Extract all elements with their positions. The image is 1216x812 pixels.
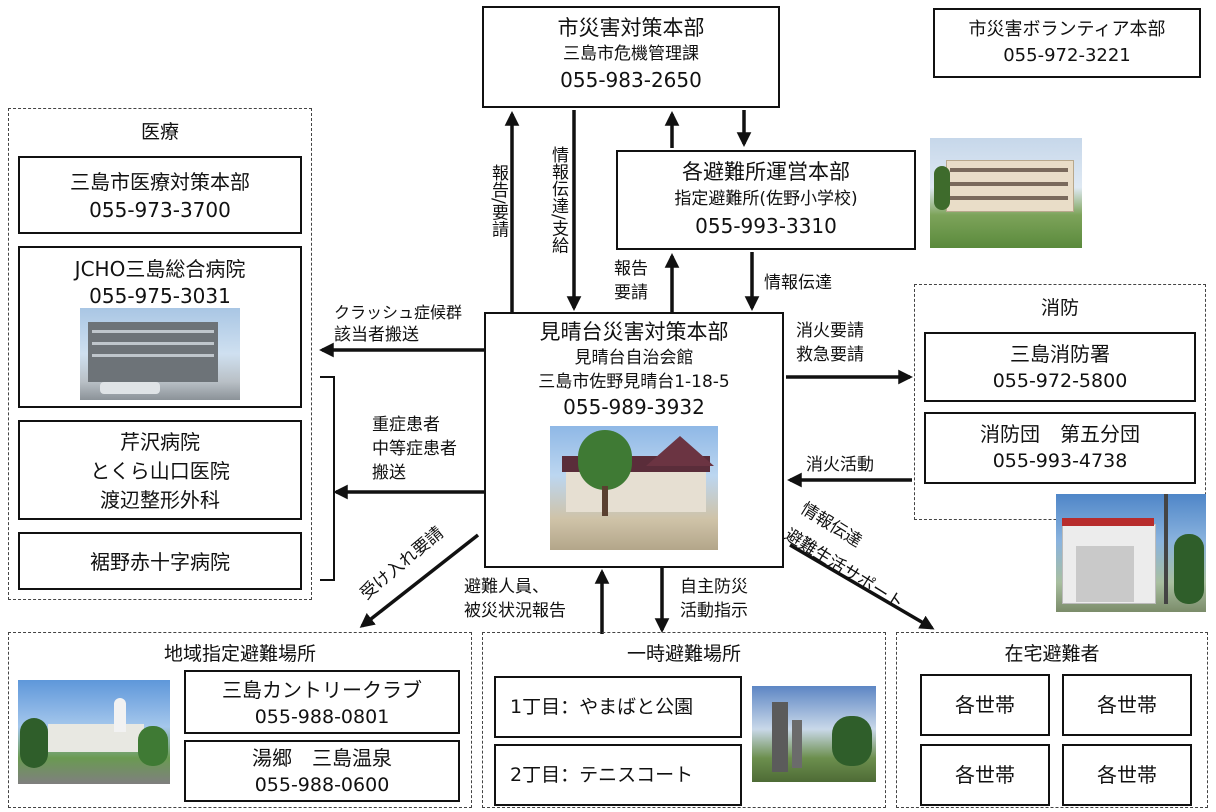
clinic-3: 渡辺整形外科 [100,488,220,512]
household-1-label: 各世帯 [955,693,1015,717]
label-request: 要請 [614,283,648,303]
country-club-photo [18,680,170,784]
label-info-transmit: 情報伝達 [764,273,832,293]
hot-spring-name: 湯郷 三島温泉 [252,746,392,770]
household-4: 各世帯 [1062,744,1192,806]
main-hq-place: 見晴台自治会館 [574,348,694,368]
country-club-name: 三島カントリークラブ [222,678,422,702]
fire-station-phone: 055-972-5800 [992,370,1128,392]
hospital-photo [80,308,240,400]
fire-station-name: 三島消防署 [1010,342,1110,366]
label-self-2: 活動指示 [680,601,748,621]
household-3: 各世帯 [920,744,1050,806]
clinics-box: 芹沢病院 とくら山口医院 渡辺整形外科 [18,420,302,520]
household-1: 各世帯 [920,674,1050,736]
city-hq-title: 市災害対策本部 [557,16,705,40]
medical-hq-phone: 055-973-3700 [89,198,231,222]
shelter-hq-phone: 055-993-3310 [695,214,837,238]
volunteer-hq-phone: 055-972-3221 [1003,45,1131,66]
temp-shelter-item-2-label: 2丁目：テニスコート [510,764,694,786]
label-severe-1: 重症患者 [372,415,440,435]
household-2-label: 各世帯 [1097,693,1157,717]
temp-shelter-item-1-label: 1丁目：やまばと公園 [510,696,694,718]
fire-station-photo [1056,494,1206,612]
school-photo [930,138,1082,248]
medical-hq-box: 三島市医療対策本部 055-973-3700 [18,156,302,234]
red-cross-box: 裾野赤十字病院 [18,532,302,590]
country-club-phone: 055-988-0801 [254,706,390,728]
arrow-accept [359,533,480,628]
label-report-request: 報告/要請 [488,164,508,238]
main-hq-title: 見晴台災害対策本部 [539,320,729,344]
label-firefight: 消火活動 [806,455,874,475]
jcho-name: JCHO三島総合病院 [74,257,246,281]
medical-hq-name: 三島市医療対策本部 [70,170,250,194]
shelter-hq-box: 各避難所運営本部 指定避難所(佐野小学校) 055-993-3310 [616,150,916,250]
fire-station-box: 三島消防署 055-972-5800 [924,332,1196,402]
label-self-1: 自主防災 [680,577,748,597]
label-crush-1: クラッシュ症候群 [334,303,463,322]
label-severe-3: 搬送 [372,463,406,483]
community-hall-photo [550,426,718,550]
clinic-bracket [320,376,340,581]
main-hq-address: 三島市佐野見晴台1-18-5 [538,372,730,392]
shelter-hq-title: 各避難所運営本部 [682,160,850,184]
label-evac-2: 被災状況報告 [464,601,566,621]
city-hq-dept: 三島市危機管理課 [563,44,699,64]
label-evac-1: 避難人員、 [464,577,549,597]
label-severe-2: 中等症患者 [372,439,457,459]
clinic-2: とくら山口医院 [90,459,230,483]
fire-corps-phone: 055-993-4738 [992,450,1128,472]
home-evacuees-section: 在宅避難者 [896,632,1208,808]
main-hq-phone: 055-989-3932 [563,395,705,419]
label-info-supply: 情報伝達/支給 [548,146,568,254]
hot-spring-box: 湯郷 三島温泉 055-988-0600 [184,740,460,802]
hot-spring-phone: 055-988-0600 [254,774,390,796]
temp-shelter-title: 一時避難場所 [626,643,741,665]
fire-section: 消防 [914,284,1206,520]
volunteer-hq-box: 市災害ボランティア本部 055-972-3221 [933,8,1201,78]
fire-corps-name: 消防団 第五分団 [980,422,1140,446]
regional-shelter-section: 地域指定避難場所 [8,632,472,808]
volunteer-hq-title: 市災害ボランティア本部 [968,19,1166,40]
label-fire-req: 消火要請 [796,321,864,341]
label-ems-req: 救急要請 [796,345,864,365]
temp-shelter-item-1: 1丁目：やまばと公園 [494,676,742,738]
park-photo [752,686,876,782]
temp-shelter-item-2: 2丁目：テニスコート [494,744,742,806]
jcho-phone: 055-975-3031 [89,284,231,308]
shelter-hq-place: 指定避難所(佐野小学校) [674,189,858,209]
red-cross-name: 裾野赤十字病院 [90,550,230,574]
label-report: 報告 [614,259,648,279]
household-4-label: 各世帯 [1097,763,1157,787]
city-hq-box: 市災害対策本部 三島市危機管理課 055-983-2650 [482,6,780,108]
label-crush-2: 該当者搬送 [334,325,419,345]
country-club-box: 三島カントリークラブ 055-988-0801 [184,670,460,734]
medical-section: 医療 [8,108,312,600]
medical-title: 医療 [140,121,179,143]
arrow-support [789,543,935,630]
temp-shelter-section: 一時避難場所 [482,632,886,808]
home-evacuees-title: 在宅避難者 [1004,643,1100,665]
household-3-label: 各世帯 [955,763,1015,787]
fire-title: 消防 [1040,297,1079,319]
clinic-1: 芹沢病院 [120,430,200,454]
household-2: 各世帯 [1062,674,1192,736]
fire-corps-box: 消防団 第五分団 055-993-4738 [924,412,1196,484]
regional-shelter-title: 地域指定避難場所 [163,643,316,665]
city-hq-phone: 055-983-2650 [560,68,702,92]
